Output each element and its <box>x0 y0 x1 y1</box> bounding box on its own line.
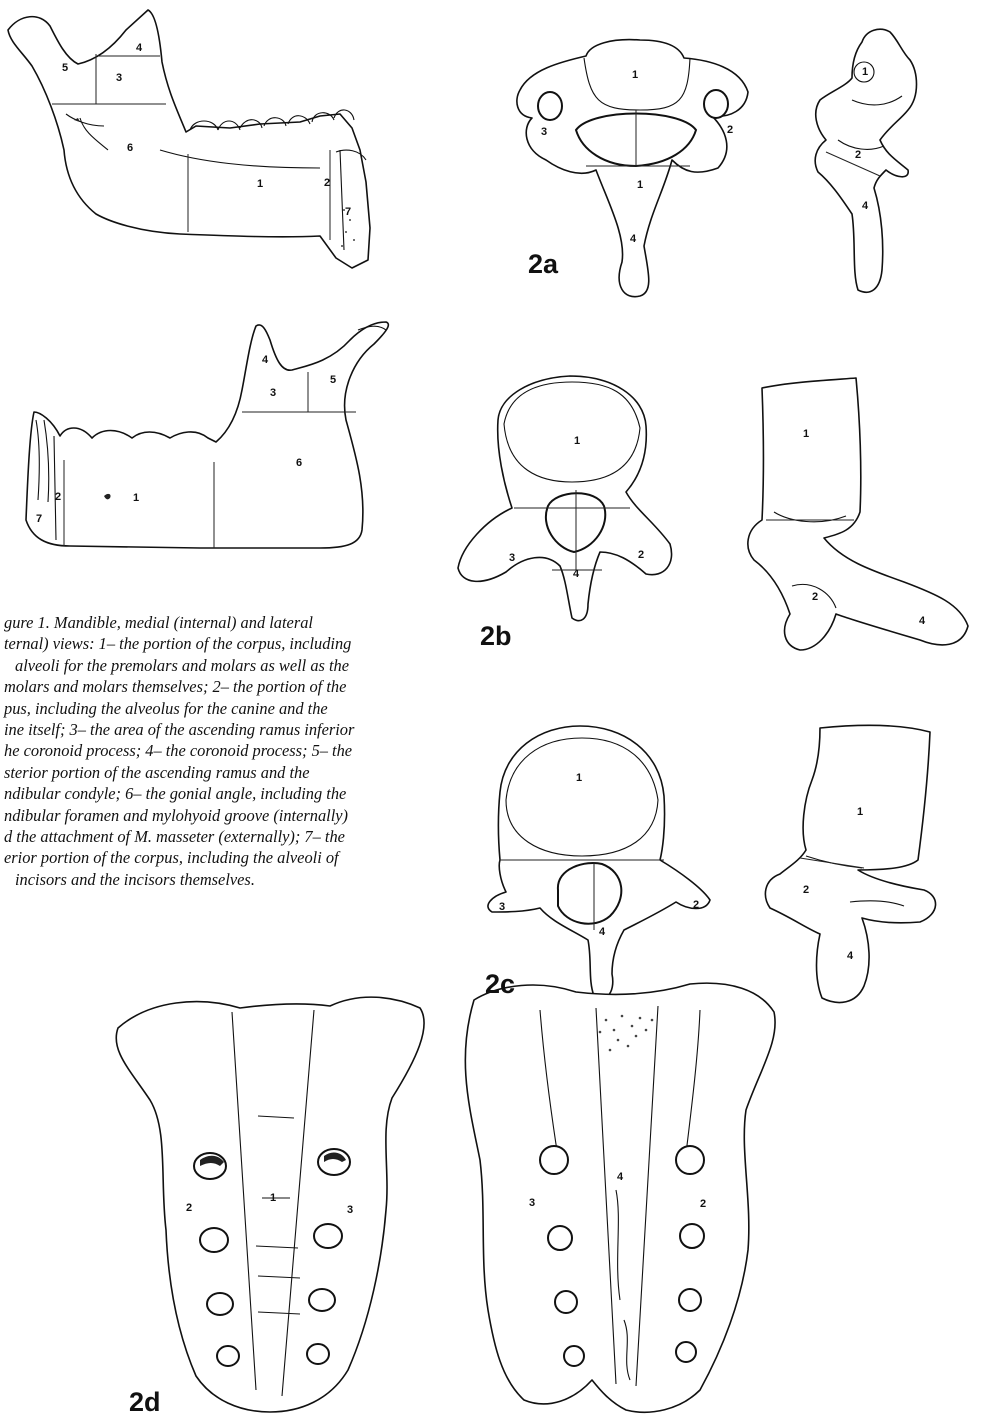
caption-line: ndibular condyle; 6– the gonial angle, i… <box>0 783 464 804</box>
vertebra-2a-superior-label-4: 4 <box>630 234 636 245</box>
sacrum-posterior-label-3: 3 <box>529 1198 535 1209</box>
caption-line: he coronoid process; 4– the coronoid pro… <box>0 740 464 761</box>
figure-2d-title: 2d <box>129 1389 161 1416</box>
caption-line: erior portion of the corpus, including t… <box>0 847 464 868</box>
mandible-medial-label-1: 1 <box>257 179 263 190</box>
caption-line: molars and molars themselves; 2– the por… <box>0 676 464 697</box>
caption-line: pus, including the alveolus for the cani… <box>0 698 464 719</box>
vertebra-2a-superior-label-1b: 1 <box>637 180 643 191</box>
vertebra-2a-superior-label-3: 3 <box>541 127 547 138</box>
vertebra-2b-superior-view <box>458 376 672 621</box>
mandible-lateral-label-2: 2 <box>55 492 61 503</box>
caption-line: d the attachment of M. masseter (externa… <box>0 826 464 847</box>
vertebra-2c-lateral-label-2: 2 <box>803 885 809 896</box>
sacrum-anterior-label-2: 2 <box>186 1203 192 1214</box>
caption-line: ndibular foramen and mylohyoid groove (i… <box>0 805 464 826</box>
mandible-medial-label-6: 6 <box>127 143 133 154</box>
vertebra-2a-lateral-label-1: 1 <box>862 67 868 78</box>
mandible-lateral-view <box>26 322 388 548</box>
caption-line: sterior portion of the ascending ramus a… <box>0 762 464 783</box>
vertebra-2c-lateral-label-4: 4 <box>847 951 853 962</box>
vertebra-2c-superior-label-4: 4 <box>599 927 605 938</box>
caption-line: incisors and the incisors themselves. <box>0 869 464 890</box>
caption-line: alveoli for the premolars and molars as … <box>0 655 464 676</box>
figure-2c-title: 2c <box>485 971 515 998</box>
mandible-lateral-label-6: 6 <box>296 458 302 469</box>
vertebra-2c-superior-label-1: 1 <box>576 773 582 784</box>
vertebra-2b-superior-label-3: 3 <box>509 553 515 564</box>
mandible-medial-label-7: 7 <box>345 207 351 218</box>
sacrum-posterior-label-2: 2 <box>700 1199 706 1210</box>
mandible-medial-label-5: 5 <box>62 63 68 74</box>
vertebra-2c-lateral-label-1: 1 <box>857 807 863 818</box>
figure-2b-title: 2b <box>480 623 512 650</box>
mandible-medial-label-2: 2 <box>324 178 330 189</box>
vertebra-2a-superior-label-1: 1 <box>632 70 638 81</box>
vertebra-2b-superior-label-4: 4 <box>573 569 579 580</box>
mandible-lateral-label-1: 1 <box>133 493 139 504</box>
sacrum-posterior-label-4: 4 <box>617 1172 623 1183</box>
mandible-medial-label-3: 3 <box>116 73 122 84</box>
caption-line: gure 1. Mandible, medial (internal) and … <box>0 612 464 633</box>
sacrum-anterior-label-1: 1 <box>270 1193 276 1204</box>
mandible-lateral-label-4: 4 <box>262 355 268 366</box>
vertebra-2b-superior-label-1: 1 <box>574 436 580 447</box>
figure-2a-title: 2a <box>528 251 558 278</box>
caption-line: ternal) views: 1– the portion of the cor… <box>0 633 464 654</box>
caption-line: ine itself; 3– the area of the ascending… <box>0 719 464 740</box>
vertebra-2a-lateral-label-2: 2 <box>855 150 861 161</box>
vertebra-2b-lateral-label-1: 1 <box>803 429 809 440</box>
mandible-lateral-label-5: 5 <box>330 375 336 386</box>
vertebra-2b-superior-label-2: 2 <box>638 550 644 561</box>
vertebra-2a-superior-label-2: 2 <box>727 125 733 136</box>
sacrum-2d-anterior-view <box>116 997 424 1412</box>
sacrum-anterior-label-3: 3 <box>347 1205 353 1216</box>
figure-1-caption: gure 1. Mandible, medial (internal) and … <box>0 612 464 890</box>
mandible-medial-view <box>8 10 370 268</box>
vertebra-2a-lateral-label-4: 4 <box>862 201 868 212</box>
vertebra-2b-lateral-label-4: 4 <box>919 616 925 627</box>
vertebra-2c-superior-label-2: 2 <box>693 900 699 911</box>
mandible-lateral-label-7: 7 <box>36 514 42 525</box>
vertebra-2c-superior-label-3: 3 <box>499 902 505 913</box>
mandible-medial-label-4: 4 <box>136 43 142 54</box>
sacrum-2d-posterior-view <box>465 983 775 1412</box>
vertebra-2b-lateral-label-2: 2 <box>812 592 818 603</box>
mandible-lateral-label-3: 3 <box>270 388 276 399</box>
vertebra-2b-lateral-view <box>748 378 968 650</box>
vertebra-2c-superior-view <box>488 726 710 999</box>
